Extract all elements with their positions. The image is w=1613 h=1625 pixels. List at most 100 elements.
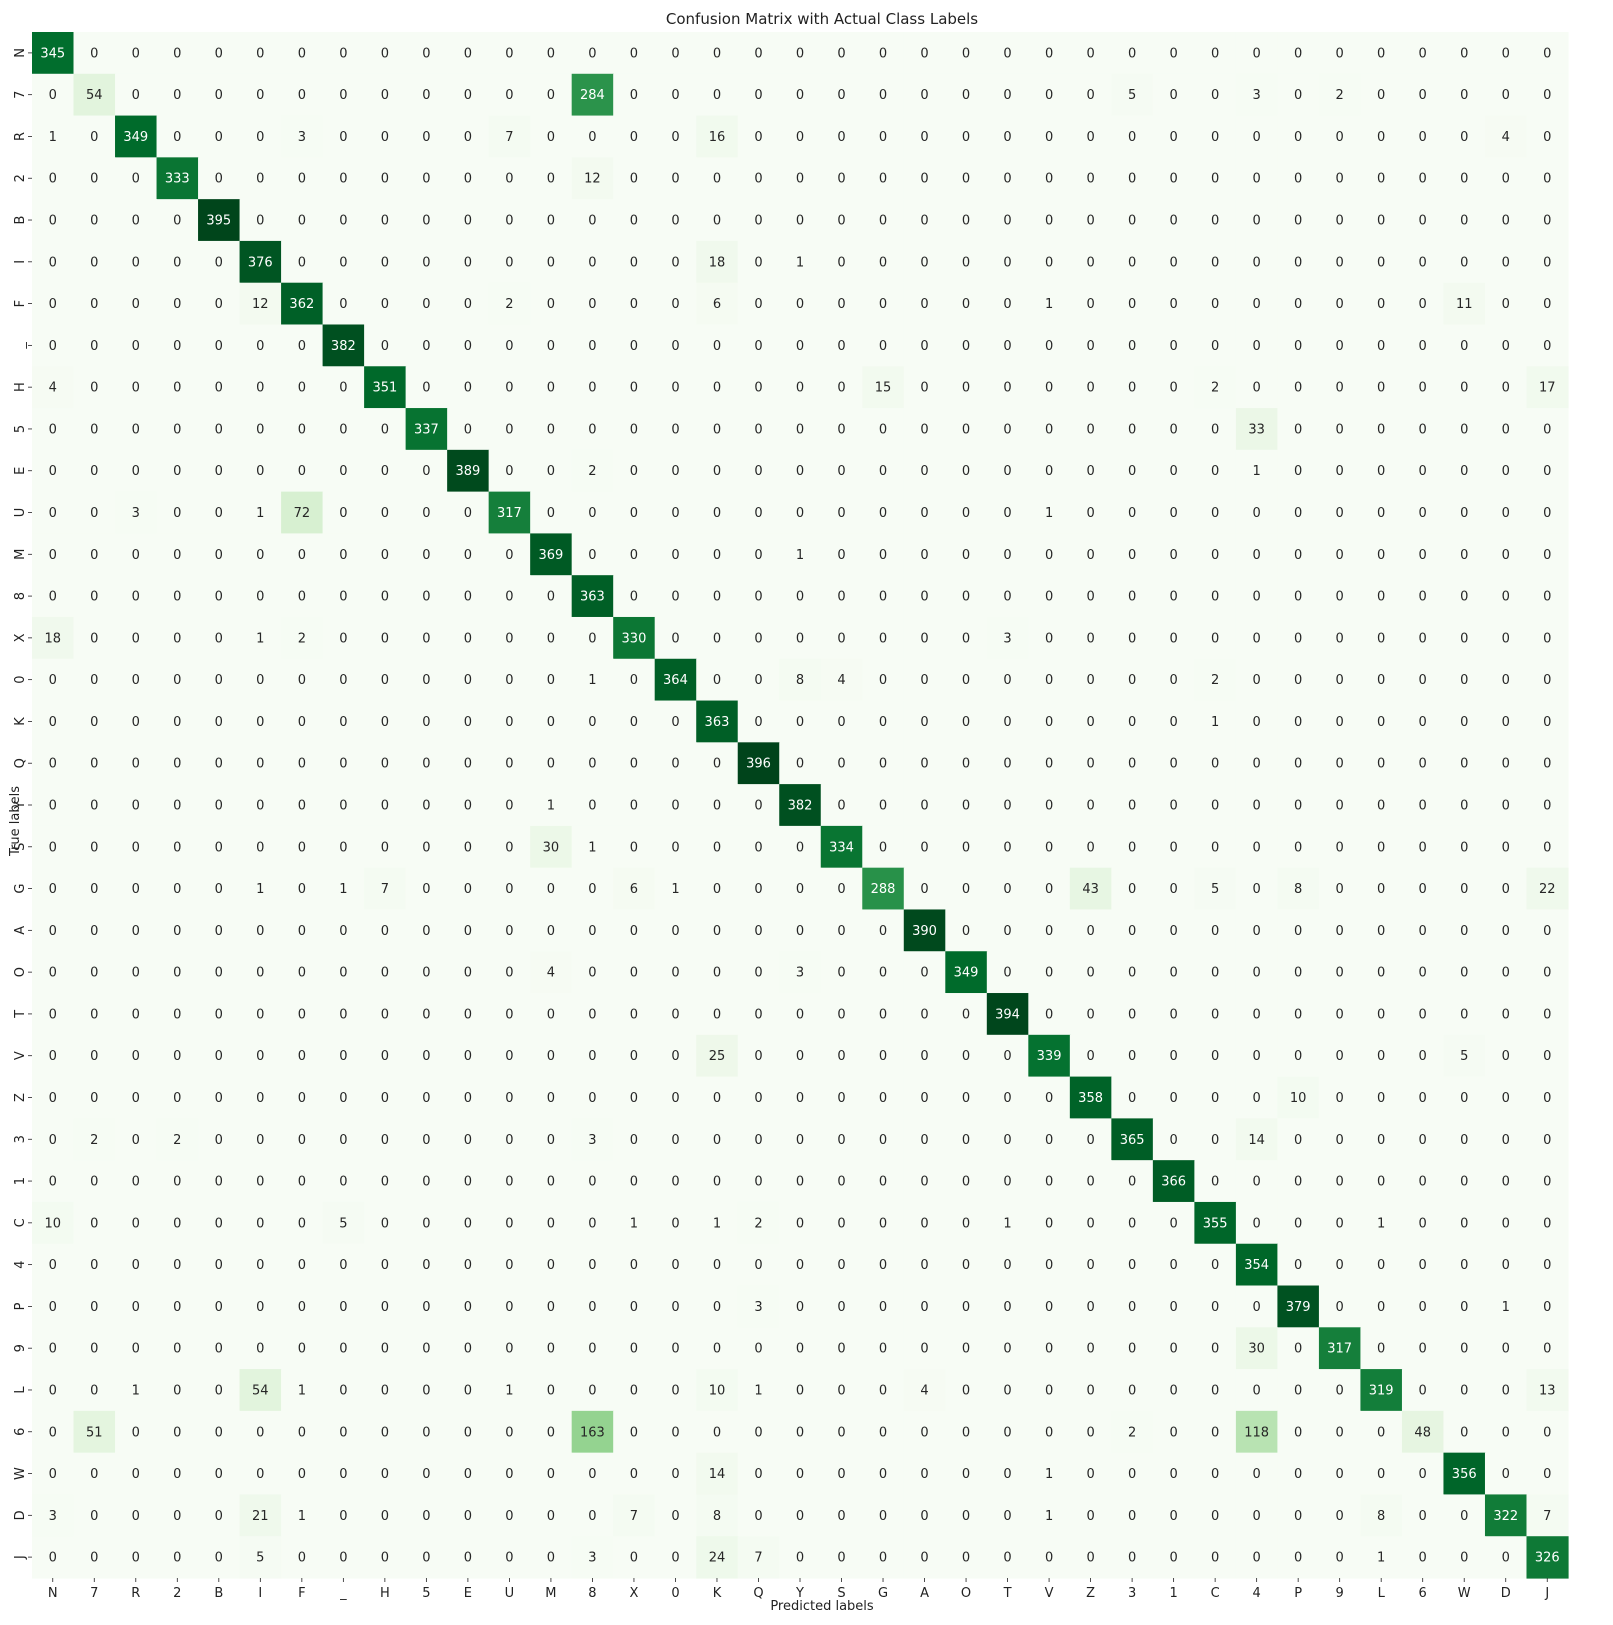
heatmap-cell [322,1160,365,1203]
heatmap-cell [405,1160,448,1203]
cell-value-label: 0 [713,464,721,479]
cell-value-label: 0 [1460,46,1468,61]
cell-value-label: 0 [879,1467,887,1482]
heatmap-cell [1235,1201,1278,1245]
cell-value-label: 0 [1294,1467,1302,1482]
heatmap-cell [1526,909,1569,952]
cell-value-label: 0 [630,297,638,312]
heatmap-cell [1401,616,1445,660]
cell-value-label: 0 [339,506,347,521]
cell-value-label: 0 [713,1175,721,1190]
heatmap-cell [1360,616,1403,660]
cell-value-label: 0 [1419,1007,1427,1022]
heatmap-cell [945,533,988,576]
heatmap-cell [1194,993,1237,1036]
cell-value-label: 0 [90,422,98,437]
heatmap-cell [571,115,614,158]
heatmap-cell [115,575,158,618]
heatmap-cell [654,575,697,618]
cell-value-label: 0 [1294,1049,1302,1064]
cell-value-label: 0 [1169,673,1177,688]
heatmap-cell [198,867,241,911]
cell-value-label: 0 [464,172,472,187]
cell-value-label: 0 [547,757,555,772]
cell-value-label: 0 [1003,172,1011,187]
heatmap-cell [364,449,407,493]
cell-value-label: 0 [1336,1049,1344,1064]
heatmap-cell [1277,240,1320,284]
heatmap-cell [1443,993,1486,1036]
cell-value-label: 0 [505,422,513,437]
cell-value-label: 0 [505,1342,513,1357]
heatmap-cell [405,240,448,284]
heatmap-cell [1526,491,1569,534]
cell-value-label: 395 [206,214,231,229]
cell-value-label: 0 [464,88,472,103]
y-tick-label: N [13,48,28,58]
cell-value-label: 0 [920,381,928,396]
heatmap-cell [1401,533,1445,576]
heatmap-cell [862,240,905,284]
heatmap-cell [1360,825,1403,869]
cell-value-label: 0 [1169,1425,1177,1440]
heatmap-cell [530,533,573,576]
heatmap-cell [613,1243,656,1287]
heatmap-cell [1111,282,1154,326]
heatmap-cell [571,825,614,869]
cell-value-label: 0 [879,422,887,437]
cell-value-label: 0 [796,422,804,437]
cell-value-label: 0 [422,130,430,145]
heatmap-cell [1318,491,1362,534]
heatmap-cell [73,1076,116,1119]
cell-value-label: 0 [173,590,181,605]
heatmap-cell [1111,366,1154,409]
cell-value-label: 0 [1045,339,1053,354]
cell-value-label: 0 [837,464,845,479]
heatmap-cell [281,1034,324,1078]
heatmap-cell [986,951,1029,994]
cell-value-label: 0 [1419,130,1427,145]
cell-value-label: 8 [1377,1509,1385,1524]
heatmap-cell [779,324,822,367]
heatmap-cell [1401,115,1445,158]
cell-value-label: 17 [1539,381,1556,396]
cell-value-label: 0 [215,88,223,103]
heatmap-cell [986,199,1029,242]
cell-value-label: 0 [962,1425,970,1440]
heatmap-cell [779,1034,822,1078]
cell-value-label: 0 [1169,1342,1177,1357]
cell-value-label: 0 [1003,130,1011,145]
cell-value-label: 351 [372,381,397,396]
cell-value-label: 0 [1211,966,1219,981]
cell-value-label: 0 [837,130,845,145]
heatmap-cell [1401,742,1445,785]
heatmap-cell [654,867,697,911]
cell-value-label: 0 [588,882,596,897]
heatmap-cell [488,1034,531,1078]
heatmap-cell [198,366,241,409]
cell-value-label: 0 [796,631,804,646]
cell-value-label: 0 [837,88,845,103]
heatmap-cell [281,1118,324,1161]
heatmap-cell [156,658,199,702]
cell-value-label: 0 [962,1551,970,1566]
heatmap-cell [530,1118,573,1161]
heatmap-cell [1401,199,1445,242]
x-tick-label: N [48,1586,58,1601]
cell-value-label: 0 [671,1467,679,1482]
heatmap-cell [986,240,1029,284]
cell-value-label: 0 [215,966,223,981]
cell-value-label: 0 [1336,172,1344,187]
heatmap-cell [571,575,614,618]
cell-value-label: 0 [630,1091,638,1106]
heatmap-cell [903,491,946,534]
cell-value-label: 0 [1377,799,1385,814]
cell-value-label: 0 [1543,1425,1551,1440]
heatmap-cell [198,282,241,326]
cell-value-label: 0 [422,1049,430,1064]
heatmap-cell [1277,909,1320,952]
cell-value-label: 0 [588,1342,596,1357]
heatmap-cell [1484,575,1528,618]
cell-value-label: 0 [1419,422,1427,437]
heatmap-cell [1235,491,1278,534]
